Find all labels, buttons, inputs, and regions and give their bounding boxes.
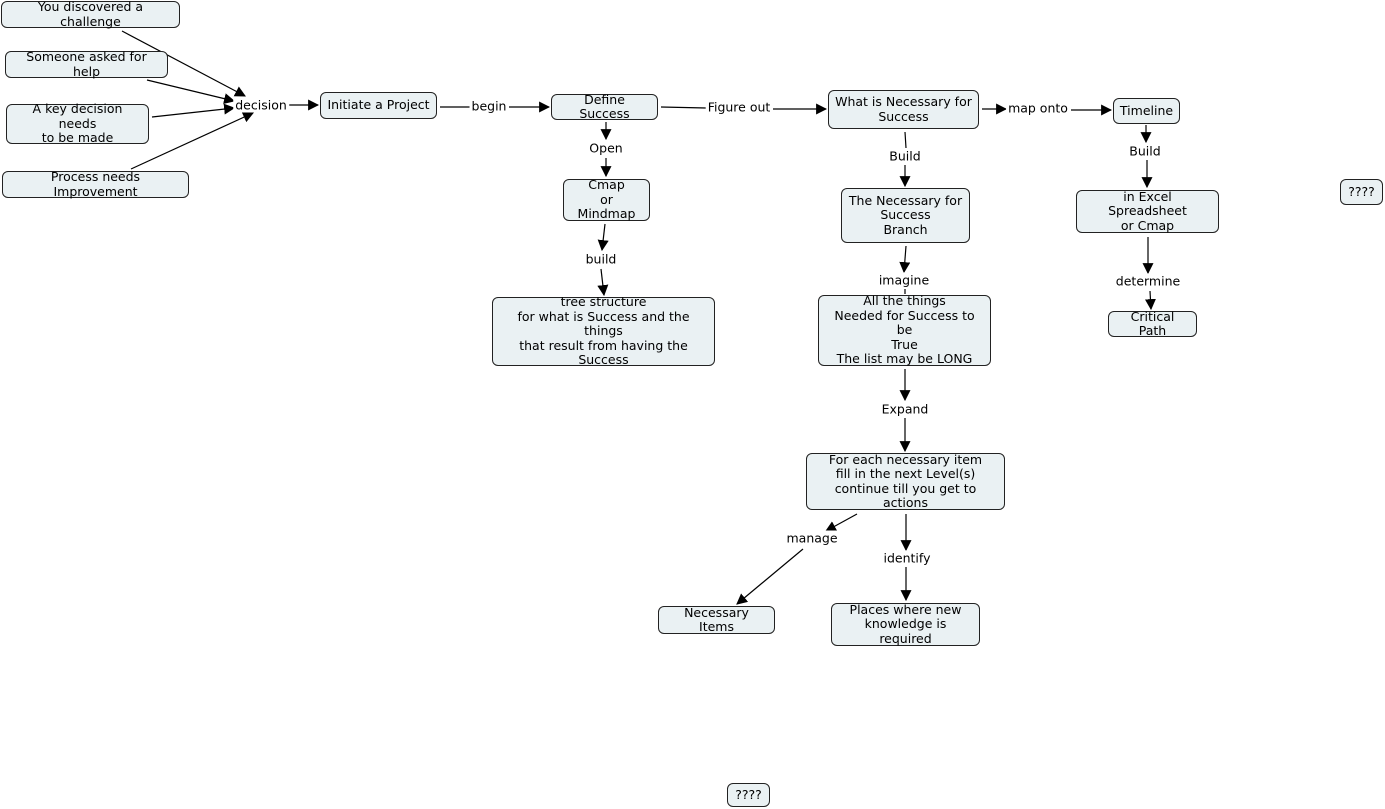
link-label-manage[interactable]: manage: [784, 530, 840, 546]
concept-excel-spreadsheet[interactable]: in Excel Spreadsheet or Cmap: [1076, 189, 1219, 233]
concept-unknown-right[interactable]: ????: [1340, 179, 1383, 205]
concept-critical-path[interactable]: Critical Path: [1108, 309, 1197, 338]
concept-process-needs-improvement[interactable]: Process needs Improvement: [2, 169, 189, 198]
link-help-decision: [146, 79, 236, 105]
link-branch-imagine: [899, 245, 911, 274]
concept-tree-structure[interactable]: tree structure for what is Success and t…: [492, 295, 715, 367]
link-build-tree: [597, 268, 609, 297]
link-label-figure-out[interactable]: Figure out: [705, 99, 773, 115]
link-label-begin[interactable]: begin: [469, 98, 509, 114]
concept-all-the-things[interactable]: All the things Needed for Success to be …: [818, 294, 991, 366]
link-label-build-branch[interactable]: Build: [887, 148, 923, 164]
concept-cmap-or-mindmap[interactable]: Cmap or Mindmap: [563, 178, 650, 221]
link-challenge-decision: [121, 30, 246, 97]
link-label-build-excel[interactable]: Build: [1127, 143, 1163, 159]
concept-necessary-branch[interactable]: The Necessary for Success Branch: [841, 188, 970, 243]
concept-for-each-necessary-item[interactable]: For each necessary item fill in the next…: [806, 452, 1005, 510]
link-label-determine[interactable]: determine: [1113, 273, 1183, 289]
concept-places-new-knowledge[interactable]: Places where new knowledge is required: [831, 602, 980, 646]
concept-initiate-a-project[interactable]: Initiate a Project: [320, 92, 437, 119]
concept-you-discovered-a-challenge[interactable]: You discovered a challenge: [1, 0, 180, 28]
concept-key-decision[interactable]: A key decision needs to be made: [6, 102, 149, 145]
link-what-build: [904, 131, 907, 149]
link-process-decision: [130, 112, 254, 170]
link-keydecision-decision: [151, 103, 236, 118]
link-label-build-tree[interactable]: build: [583, 251, 619, 267]
link-manage-necessary: [736, 548, 804, 605]
link-foreach-manage: [825, 513, 858, 532]
link-label-decision[interactable]: decision: [233, 97, 289, 113]
link-label-expand[interactable]: Expand: [879, 401, 931, 417]
concept-necessary-items[interactable]: Necessary Items: [658, 605, 775, 634]
concept-define-success[interactable]: Define Success: [551, 92, 658, 121]
link-define-figureout: [660, 106, 707, 109]
concept-timeline[interactable]: Timeline: [1113, 98, 1180, 124]
link-determine-critical: [1144, 290, 1156, 311]
link-label-open[interactable]: Open: [587, 140, 625, 156]
concept-someone-asked-for-help[interactable]: Someone asked for help: [5, 49, 168, 78]
concept-unknown-bottom[interactable]: ????: [727, 783, 770, 807]
concept-what-is-necessary[interactable]: What is Necessary for Success: [828, 90, 979, 129]
link-label-map-onto[interactable]: map onto: [1006, 100, 1070, 116]
link-label-imagine[interactable]: imagine: [876, 272, 932, 288]
link-label-identify[interactable]: identify: [881, 550, 933, 566]
link-cmap-build: [597, 223, 609, 252]
